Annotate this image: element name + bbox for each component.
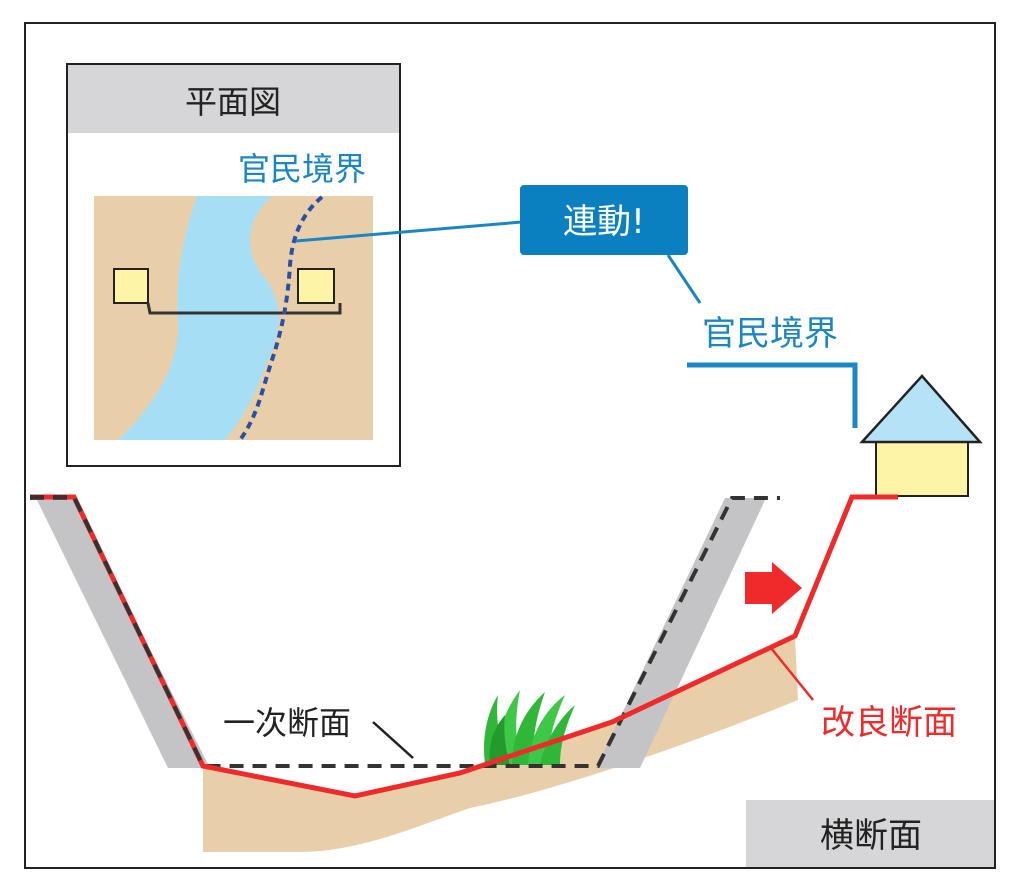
shift-arrow-icon (745, 562, 802, 614)
house-icon (859, 374, 983, 497)
primary-section-label: 一次断面 (223, 704, 351, 742)
plan-view-title: 平面図 (185, 83, 281, 121)
callout-box (520, 185, 688, 255)
callout-leader-section (666, 254, 702, 304)
section-boundary-label: 官民境界 (702, 314, 838, 354)
plan-view-panel: 平面図 官民境界 (66, 63, 401, 467)
ground-fill (203, 636, 798, 852)
right-wall (596, 498, 766, 768)
section-boundary-line (687, 362, 858, 428)
callout-text: 連動! (563, 202, 645, 242)
plan-boundary-label: 官民境界 (238, 150, 366, 188)
left-wall (36, 498, 210, 768)
section-tag-label: 横断面 (820, 816, 922, 856)
callout-leader-plan (295, 220, 523, 243)
plan-boundary-line (238, 195, 324, 442)
section-tag-box (746, 800, 994, 867)
plan-structure-right (297, 268, 335, 304)
improved-section-leader (770, 647, 814, 701)
improved-section-label: 改良断面 (821, 703, 957, 743)
plan-section-line (146, 302, 342, 315)
plan-view-header (68, 65, 399, 133)
primary-section-leader (372, 721, 414, 759)
plan-river (118, 196, 279, 440)
primary-section-overlap (30, 495, 205, 767)
plan-structure-left (113, 268, 149, 304)
